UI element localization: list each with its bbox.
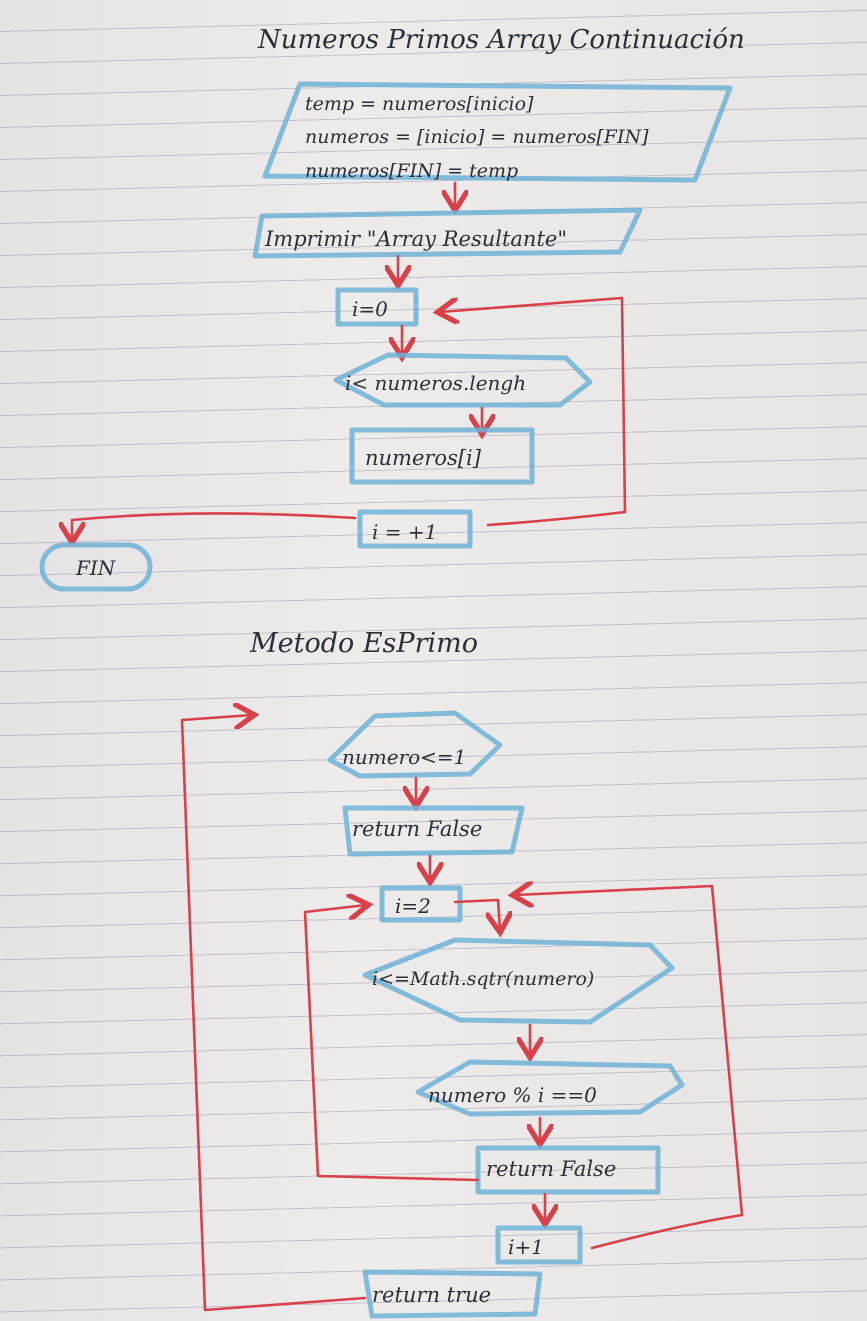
sqrt-condition-shape — [362, 937, 675, 1025]
return-false-1-text: return False — [352, 817, 482, 841]
print-step-shape — [252, 207, 643, 259]
mod-check-text: numero % i ==0 — [428, 1083, 597, 1107]
arrow-loop-back — [440, 296, 627, 527]
return-false-1-shape — [342, 805, 525, 857]
end-node-text: FIN — [75, 556, 117, 580]
swap-block-shape — [262, 81, 733, 183]
arrow-inner-loop — [303, 905, 480, 1182]
increment-method-shape — [495, 1225, 583, 1265]
end-node-shape — [39, 542, 153, 592]
return-false-2-text: return False — [486, 1157, 616, 1181]
mod-check-shape — [415, 1059, 685, 1117]
sqrt-condition-text: i<=Math.sqtr(numero) — [372, 968, 594, 990]
arrow-exit-to-fin — [72, 512, 357, 540]
return-true-shape — [362, 1269, 543, 1319]
loop-condition-shape — [333, 352, 593, 408]
arrow-init2-to-condition — [453, 898, 500, 930]
loop-condition-text: i< numeros.lengh — [345, 371, 526, 395]
init-i2-shape — [379, 885, 463, 923]
method-title: Metodo EsPrimo — [249, 628, 478, 659]
arrow-outer-loop — [515, 886, 744, 1250]
print-step-text: Imprimir "Array Resultante" — [264, 227, 567, 251]
swap-line-3: numeros[FIN] = temp — [305, 160, 518, 182]
init-i-text: i=0 — [352, 297, 388, 321]
init-i2-text: i=2 — [395, 894, 431, 918]
return-true-text: return true — [372, 1283, 491, 1307]
swap-line-2: numeros = [inicio] = numeros[FIN] — [305, 126, 649, 148]
diagram-title: Numeros Primos Array Continuación — [257, 25, 745, 55]
print-element-text: numeros[i] — [365, 446, 482, 470]
increment-text: i = +1 — [372, 520, 437, 544]
increment-method-text: i+1 — [508, 1235, 544, 1259]
increment-shape — [357, 509, 473, 549]
return-false-2-shape — [475, 1145, 661, 1195]
print-element-shape — [349, 427, 535, 485]
init-i-shape — [335, 287, 419, 327]
check-one-text: numero<=1 — [342, 745, 466, 769]
swap-line-1: temp = numeros[inicio] — [305, 93, 534, 115]
arrow-method-outer-loop — [180, 715, 367, 1312]
check-one-shape — [327, 710, 503, 779]
